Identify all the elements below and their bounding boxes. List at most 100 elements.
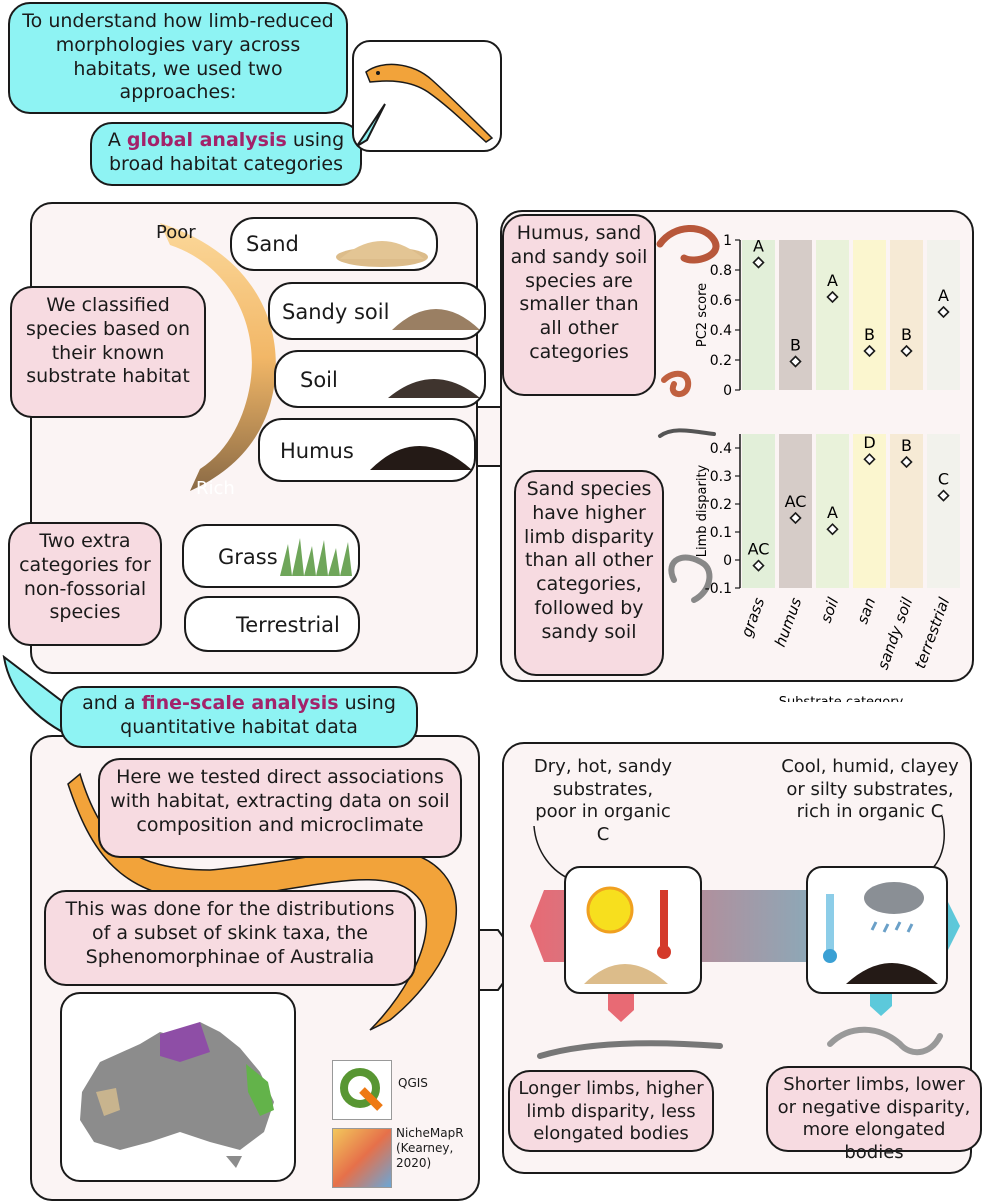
- x-tick-label: soil: [817, 594, 843, 625]
- category-sand: Sand: [230, 217, 438, 271]
- y-tick-label: 0.6: [710, 293, 732, 309]
- category-band: [927, 434, 960, 588]
- significance-label: B: [901, 436, 912, 455]
- outcome-left-bubble: Longer limbs, higher limb disparity, les…: [508, 1070, 714, 1152]
- classify-bubble: We classified species based on their kno…: [10, 286, 206, 418]
- y-tick-label: 0: [723, 553, 732, 569]
- nichemapr-label: NicheMapR (Kearney, 2020): [396, 1126, 464, 1170]
- significance-label: B: [901, 325, 912, 344]
- data-point: [826, 290, 839, 304]
- grass-image: [280, 538, 352, 576]
- category-terrestrial: Terrestrial: [184, 596, 360, 652]
- y-axis-label: PC2 score: [695, 283, 710, 347]
- sand-icon: [584, 964, 668, 984]
- significance-label: D: [863, 433, 875, 452]
- x-axis-label: Substrate category: [779, 695, 904, 702]
- sand-pile-image: [336, 241, 428, 267]
- y-tick-label: 0: [723, 383, 732, 398]
- soil-image: [388, 379, 480, 398]
- bubble-tail: [356, 103, 386, 147]
- qgis-icon: [340, 1068, 383, 1111]
- rain-cloud-icon: [864, 882, 924, 914]
- gradient-label-rich: Rich: [196, 478, 235, 499]
- x-tick-label: grass: [737, 595, 768, 639]
- data-point: [789, 511, 802, 525]
- y-tick-label: 0.8: [710, 263, 732, 279]
- humus-icon: [846, 963, 938, 984]
- category-humus: Humus: [258, 418, 476, 482]
- worm-large-icon: [656, 225, 720, 264]
- significance-label: A: [753, 237, 764, 256]
- category-grass: Grass: [182, 524, 360, 588]
- australia-map: [80, 1022, 274, 1168]
- global-analysis-highlight: global analysis: [126, 129, 287, 151]
- data-point: [789, 355, 802, 368]
- worm-small-icon: [661, 370, 692, 397]
- skink-illustration: [365, 63, 494, 143]
- thermometer-cold-icon: [826, 894, 834, 950]
- data-point: [826, 523, 839, 536]
- sandy-soil-image: [392, 309, 480, 330]
- elongated-skink-icon: [827, 1026, 943, 1056]
- finding-disparity-bubble: Sand species have higher limb disparity …: [514, 470, 664, 676]
- category-band: [816, 434, 849, 588]
- worm-icons: [656, 225, 720, 603]
- distribution-bubble: This was done for the distributions of a…: [44, 890, 416, 986]
- data-point: [900, 455, 913, 469]
- y-tick-label: 0.4: [710, 441, 732, 457]
- category-band: [890, 240, 923, 390]
- data-point: [900, 344, 913, 358]
- data-point: [937, 305, 950, 319]
- extra-categories-bubble: Two extra categories for non-fossorial s…: [8, 522, 162, 646]
- down-arrow-right: [870, 990, 892, 1016]
- green-region: [246, 1064, 274, 1116]
- significance-label: A: [827, 503, 838, 522]
- qgis-label: QGIS: [398, 1076, 428, 1090]
- y-tick-label: 1: [723, 233, 732, 249]
- humid-climate-icons: [823, 882, 938, 984]
- global-analysis-bubble: A global analysis using broad habitat ca…: [90, 122, 362, 186]
- y-tick-label: -0.1: [705, 581, 732, 597]
- intro-text: To understand how limb-reduced morpholog…: [22, 10, 334, 104]
- gradient-label-poor: Poor: [156, 222, 196, 243]
- tan-region: [96, 1088, 120, 1116]
- dry-climate-box: [564, 866, 702, 994]
- data-point: [752, 559, 765, 572]
- dry-hot-text: Dry, hot, sandy substrates, poor in orga…: [533, 756, 673, 845]
- intro-bubble: To understand how limb-reduced morpholog…: [8, 2, 348, 114]
- dry-climate-icons: [584, 886, 671, 984]
- y-tick-label: 0.2: [710, 497, 732, 513]
- significance-label: AC: [748, 540, 770, 559]
- category-sandy-soil: Sandy soil: [268, 282, 486, 340]
- nichemapr-logo: [332, 1128, 392, 1188]
- legless-skink-icon: [668, 554, 713, 603]
- x-tick-label: san: [853, 595, 879, 626]
- significance-label: C: [938, 470, 949, 489]
- outcome-right-bubble: Shorter limbs, lower or negative dispari…: [766, 1066, 982, 1163]
- legged-skink-icon: [658, 428, 716, 438]
- category-soil: Soil: [274, 350, 486, 408]
- x-tick-label: sandy soil: [874, 594, 917, 671]
- sun-icon: [586, 886, 634, 934]
- data-point: [863, 344, 876, 358]
- y-tick-label: 0.2: [710, 353, 732, 369]
- x-tick-label: terrestrial: [911, 594, 954, 671]
- cool-humid-text: Cool, humid, clayey or silty substrates,…: [781, 756, 959, 822]
- y-tick-label: 0.4: [710, 323, 732, 339]
- significance-label: A: [938, 286, 949, 305]
- y-axis-label: Limb disparity: [695, 464, 710, 557]
- significance-label: B: [864, 325, 875, 344]
- data-point: [937, 489, 950, 502]
- x-tick-label: humus: [771, 595, 805, 649]
- y-tick-label: 0.1: [710, 525, 732, 541]
- richness-gradient-arc: [160, 223, 276, 491]
- category-band: [853, 240, 886, 390]
- y-tick-label: 0.3: [710, 469, 732, 485]
- outcome-skinks: [537, 1026, 943, 1059]
- data-point: [752, 256, 765, 269]
- limbed-skink-icon: [537, 1040, 723, 1059]
- category-band: [779, 434, 812, 588]
- significance-label: AC: [785, 492, 807, 511]
